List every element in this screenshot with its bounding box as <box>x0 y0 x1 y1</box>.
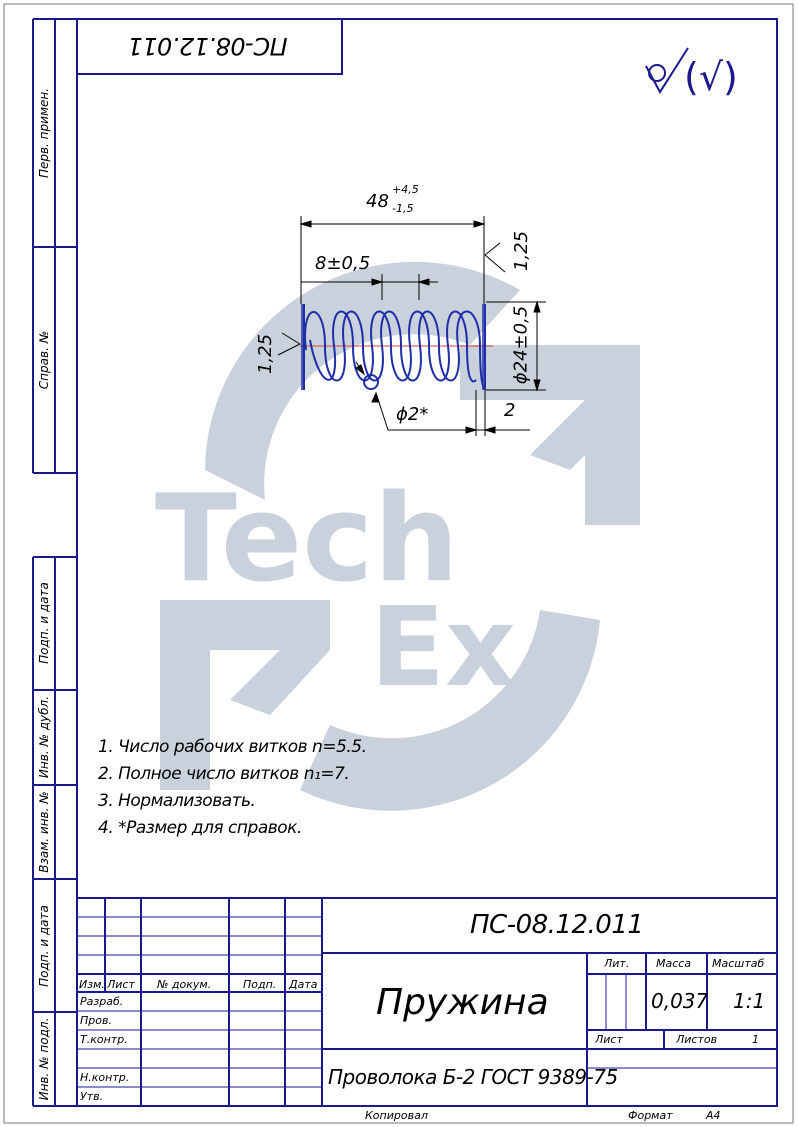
watermark-line1: Tech <box>155 470 459 609</box>
dim-length-tol-lower: -1,5 <box>392 202 414 215</box>
row-label-razrab: Разраб. <box>80 995 124 1008</box>
header-mass: Масса <box>656 957 692 970</box>
value-scale: 1:1 <box>733 989 766 1013</box>
left-side-strip <box>32 18 77 1107</box>
value-sheets: 1 <box>752 1033 759 1046</box>
col-header-dokum: № докум. <box>157 978 212 991</box>
title-designation: ПС-08.12.011 <box>470 910 644 940</box>
top-stamp-box <box>76 18 343 75</box>
roughness-parenthesis-label: (√) <box>684 55 738 99</box>
side-label-podp-data-1: Подп. и дата <box>37 582 51 664</box>
title-part-name: Пружина <box>376 982 549 1023</box>
title-block-thin-lines <box>77 916 777 1088</box>
dim-outer-diameter: ϕ24±0,5 <box>510 305 532 385</box>
roughness-symbol-icon <box>645 47 689 94</box>
dimension-lines <box>277 216 546 436</box>
drawing-frame <box>76 18 778 1107</box>
label-copied: Копировал <box>365 1109 428 1122</box>
label-sheet: Лист <box>595 1033 623 1046</box>
header-lit: Лит. <box>604 957 630 970</box>
header-scale: Масштаб <box>712 957 765 970</box>
techex-watermark-logo: Tech Ex <box>155 261 640 811</box>
dim-end-angle-left: 1,25 <box>255 333 277 375</box>
dim-end-gap: 2 <box>504 400 516 421</box>
col-header-list: Лист <box>107 978 135 991</box>
dim-pitch: 8±0,5 <box>315 253 371 274</box>
value-mass: 0,037 <box>651 989 709 1013</box>
dim-length-tol-upper: +4,5 <box>392 183 419 196</box>
value-format: А4 <box>706 1109 721 1122</box>
row-label-prov: Пров. <box>80 1014 112 1027</box>
row-label-tkontr: Т.контр. <box>80 1033 128 1046</box>
title-block <box>77 897 777 1106</box>
col-header-izm: Изм. <box>79 978 105 991</box>
sheet-border <box>3 3 794 1124</box>
col-header-data: Дата <box>289 978 318 991</box>
note-1: 1. Число рабочих витков n=5.5. <box>98 737 367 757</box>
label-format: Формат <box>628 1109 673 1122</box>
title-material: Проволока Б-2 ГОСТ 9389-75 <box>328 1065 618 1089</box>
dim-end-angle-right: 1,25 <box>511 230 533 272</box>
side-label-inv-podl: Инв. № подл. <box>37 1017 51 1101</box>
watermark-line2: Ex <box>370 583 516 711</box>
col-header-podp: Подп. <box>243 978 277 991</box>
side-label-vzam-inv: Взам. инв. № <box>37 791 51 873</box>
dim-length: 48 <box>366 191 389 212</box>
top-stamp-designation: ПС-08.12.011 <box>128 32 288 60</box>
side-label-podp-data-2: Подп. и дата <box>37 905 51 987</box>
side-label-sprav-no: Справ. № <box>37 330 51 390</box>
spring-drawing <box>300 304 493 390</box>
note-4: 4. *Размер для справок. <box>98 818 302 838</box>
row-label-nkontr: Н.контр. <box>80 1071 130 1084</box>
note-2: 2. Полное число витков n₁=7. <box>98 764 350 784</box>
side-label-perv-primen: Перв. примен. <box>37 87 51 179</box>
label-sheets: Листов <box>676 1033 718 1046</box>
note-3: 3. Нормализовать. <box>98 791 256 811</box>
row-label-utv: Утв. <box>80 1090 104 1103</box>
dim-wire-diameter: ϕ2* <box>396 404 429 425</box>
